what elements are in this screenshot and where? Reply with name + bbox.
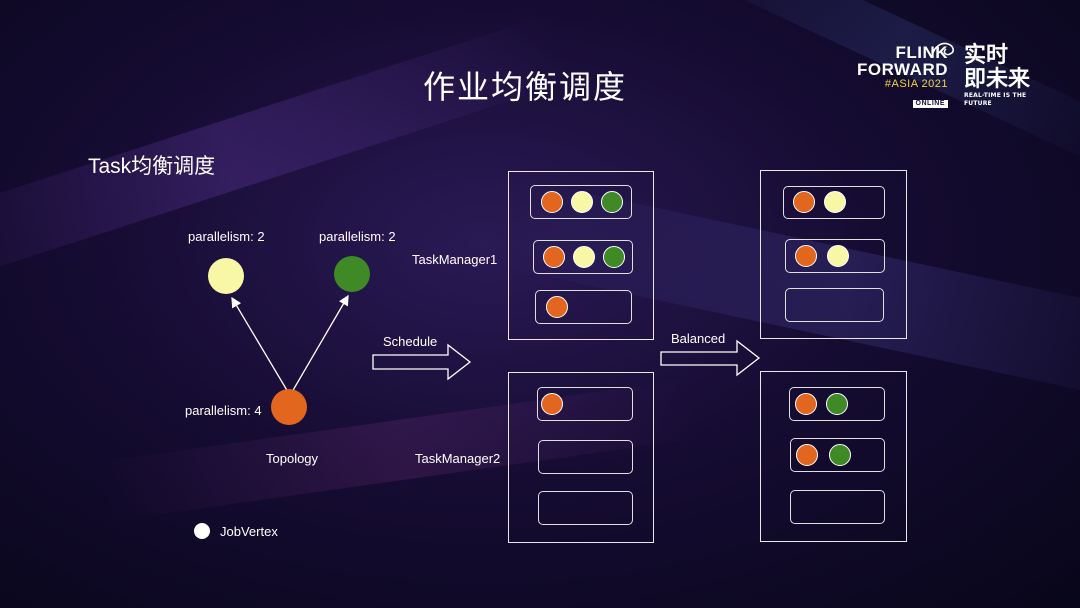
edge-to-right-node — [291, 294, 349, 393]
slot — [783, 186, 885, 219]
slide-title: 作业均衡调度 — [422, 68, 627, 106]
task-green — [601, 191, 623, 213]
slot — [538, 440, 633, 474]
logo-line2: FORWARD — [856, 60, 948, 79]
jobvertex-orange — [271, 389, 307, 425]
tm2-label: TaskManager2 — [415, 451, 501, 466]
left-node-label: parallelism: 2 — [188, 229, 265, 244]
taskmanager1-after — [760, 170, 907, 339]
slot — [790, 438, 885, 472]
bottom-node-label: parallelism: 4 — [185, 403, 262, 418]
task-orange — [543, 246, 565, 268]
logo-chinese: 实时 即未来 REAL-TIME IS THE FUTURE — [964, 44, 1042, 108]
slot — [530, 185, 632, 219]
jobvertex-green — [334, 256, 370, 292]
slot — [790, 490, 885, 524]
jobvertex-yellow — [208, 258, 244, 294]
logo-zh-line2: 即未来 — [964, 67, 1031, 92]
task-orange — [541, 393, 563, 415]
task-orange — [546, 296, 568, 318]
taskmanager2-after — [760, 371, 907, 542]
slot — [537, 387, 633, 421]
task-green — [826, 393, 848, 415]
task-green — [603, 246, 625, 268]
slot — [538, 491, 633, 525]
slot — [533, 240, 633, 274]
task-yellow — [573, 246, 595, 268]
balanced-label: Balanced — [671, 331, 726, 346]
legend-label: JobVertex — [220, 524, 278, 539]
taskmanager1-before — [508, 171, 654, 340]
task-orange — [793, 191, 815, 213]
slot — [785, 288, 884, 322]
task-green — [829, 444, 851, 466]
slide-subtitle: Task均衡调度 — [88, 155, 216, 178]
right-node-label: parallelism: 2 — [319, 229, 396, 244]
task-yellow — [824, 191, 846, 213]
edge-to-left-node — [231, 296, 289, 393]
topology-caption: Topology — [266, 451, 319, 466]
task-yellow — [827, 245, 849, 267]
logo-zh-line1: 实时 — [964, 43, 1009, 68]
flink-forward-logo: FLINK FORWARD #ASIA 2021 ONLINE 实时 即未来 R… — [852, 42, 1042, 108]
logo-line3: #ASIA 2021 — [884, 78, 948, 90]
taskmanager2-before — [508, 372, 654, 543]
task-orange — [795, 245, 817, 267]
slot — [535, 290, 632, 324]
slot — [785, 239, 885, 273]
logo-tagline: REAL-TIME IS THE FUTURE — [964, 92, 1027, 107]
task-orange — [795, 393, 817, 415]
task-yellow — [571, 191, 593, 213]
legend-dot — [194, 523, 210, 539]
task-orange — [541, 191, 563, 213]
slot — [789, 387, 885, 421]
task-orange — [796, 444, 818, 466]
schedule-arrow — [372, 343, 472, 381]
balanced-arrow — [660, 339, 761, 377]
tm1-label: TaskManager1 — [412, 252, 498, 267]
schedule-label: Schedule — [383, 334, 438, 349]
logo-badge: ONLINE — [912, 100, 948, 108]
squirrel-icon — [931, 42, 954, 57]
